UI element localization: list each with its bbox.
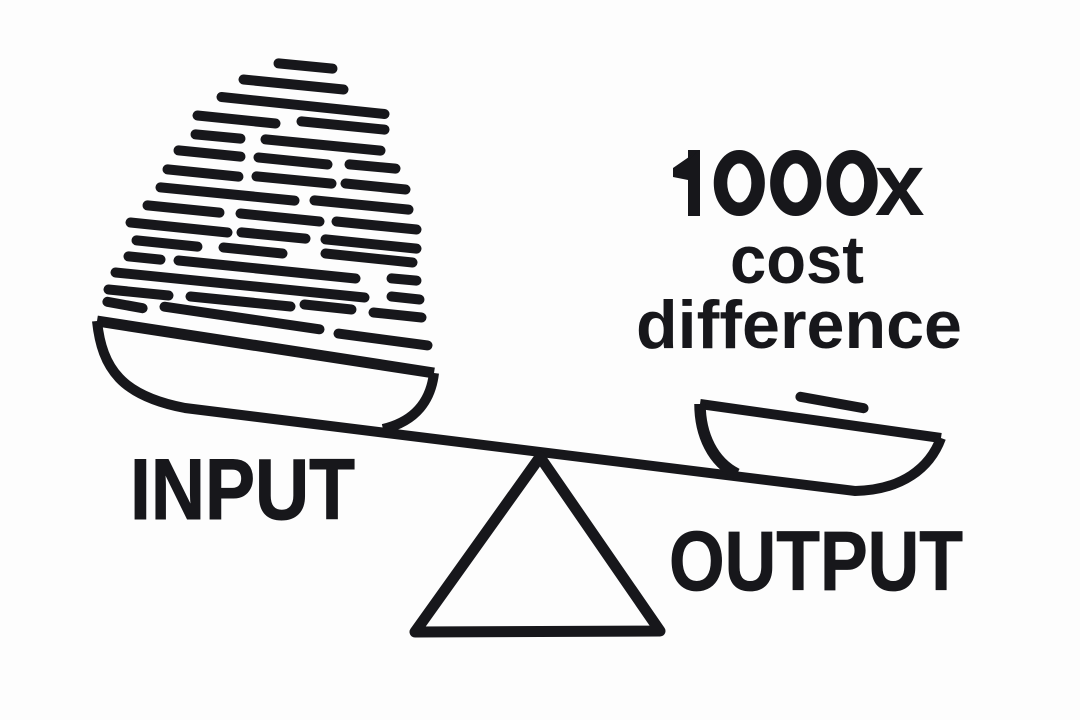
svg-text:difference: difference	[636, 287, 962, 363]
svg-text:OUTPUT: OUTPUT	[669, 514, 963, 608]
svg-text:x: x	[875, 134, 925, 234]
svg-text:cost: cost	[730, 222, 864, 298]
svg-text:INPUT: INPUT	[130, 442, 355, 538]
